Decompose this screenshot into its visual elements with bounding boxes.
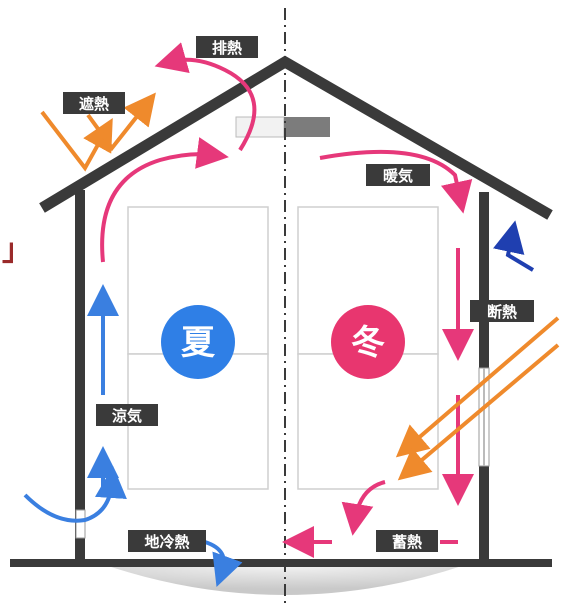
summer-rising-heat-arrow [100, 137, 229, 263]
summer-label: 夏 [181, 323, 216, 363]
warm-air-ceiling-arrow [319, 149, 473, 214]
sunlight-arrow-2 [397, 343, 560, 481]
warm-air-label: 暖気 [383, 167, 413, 185]
cool-air-label: 涼気 [112, 407, 142, 425]
sunlight-arrow-1 [395, 316, 560, 458]
heat-storage-tag [376, 530, 438, 552]
ground-shadow [105, 565, 465, 595]
summer-badge [161, 305, 235, 379]
heat-shield-arrow-1 [40, 110, 113, 172]
ground-cool-heat-tag [128, 530, 206, 552]
cool-air-tag [96, 404, 158, 426]
heat-shield-label: 遮熱 [79, 95, 109, 113]
cold-blocked-arrow [493, 220, 535, 272]
ridge-vent-open [235, 116, 285, 138]
ground-cool-heat-label: 地冷熱 [144, 533, 189, 551]
heat-shield-arrow-2 [86, 92, 156, 152]
ridge-vent-closed [284, 117, 330, 137]
heat-shield-tag [63, 92, 125, 114]
heat-storage-label: 蓄熱 [392, 533, 422, 551]
warm-air-curl-arrow [341, 480, 386, 536]
vent-left [75, 509, 86, 539]
inflow-cool-air-arrow [23, 466, 127, 523]
ground-cool-arrow [204, 540, 243, 588]
insulation-tag [470, 300, 534, 322]
winter-badge [331, 305, 405, 379]
exhaust-heat-label: 排熱 [212, 39, 242, 57]
left-edge-fragment: 」 [2, 233, 32, 268]
winter-label: 冬 [351, 323, 385, 363]
insulation-label: 断熱 [487, 303, 517, 321]
exhaust-heat-arrow [154, 42, 257, 152]
warm-air-tag [366, 164, 430, 186]
exhaust-heat-tag [196, 36, 258, 58]
